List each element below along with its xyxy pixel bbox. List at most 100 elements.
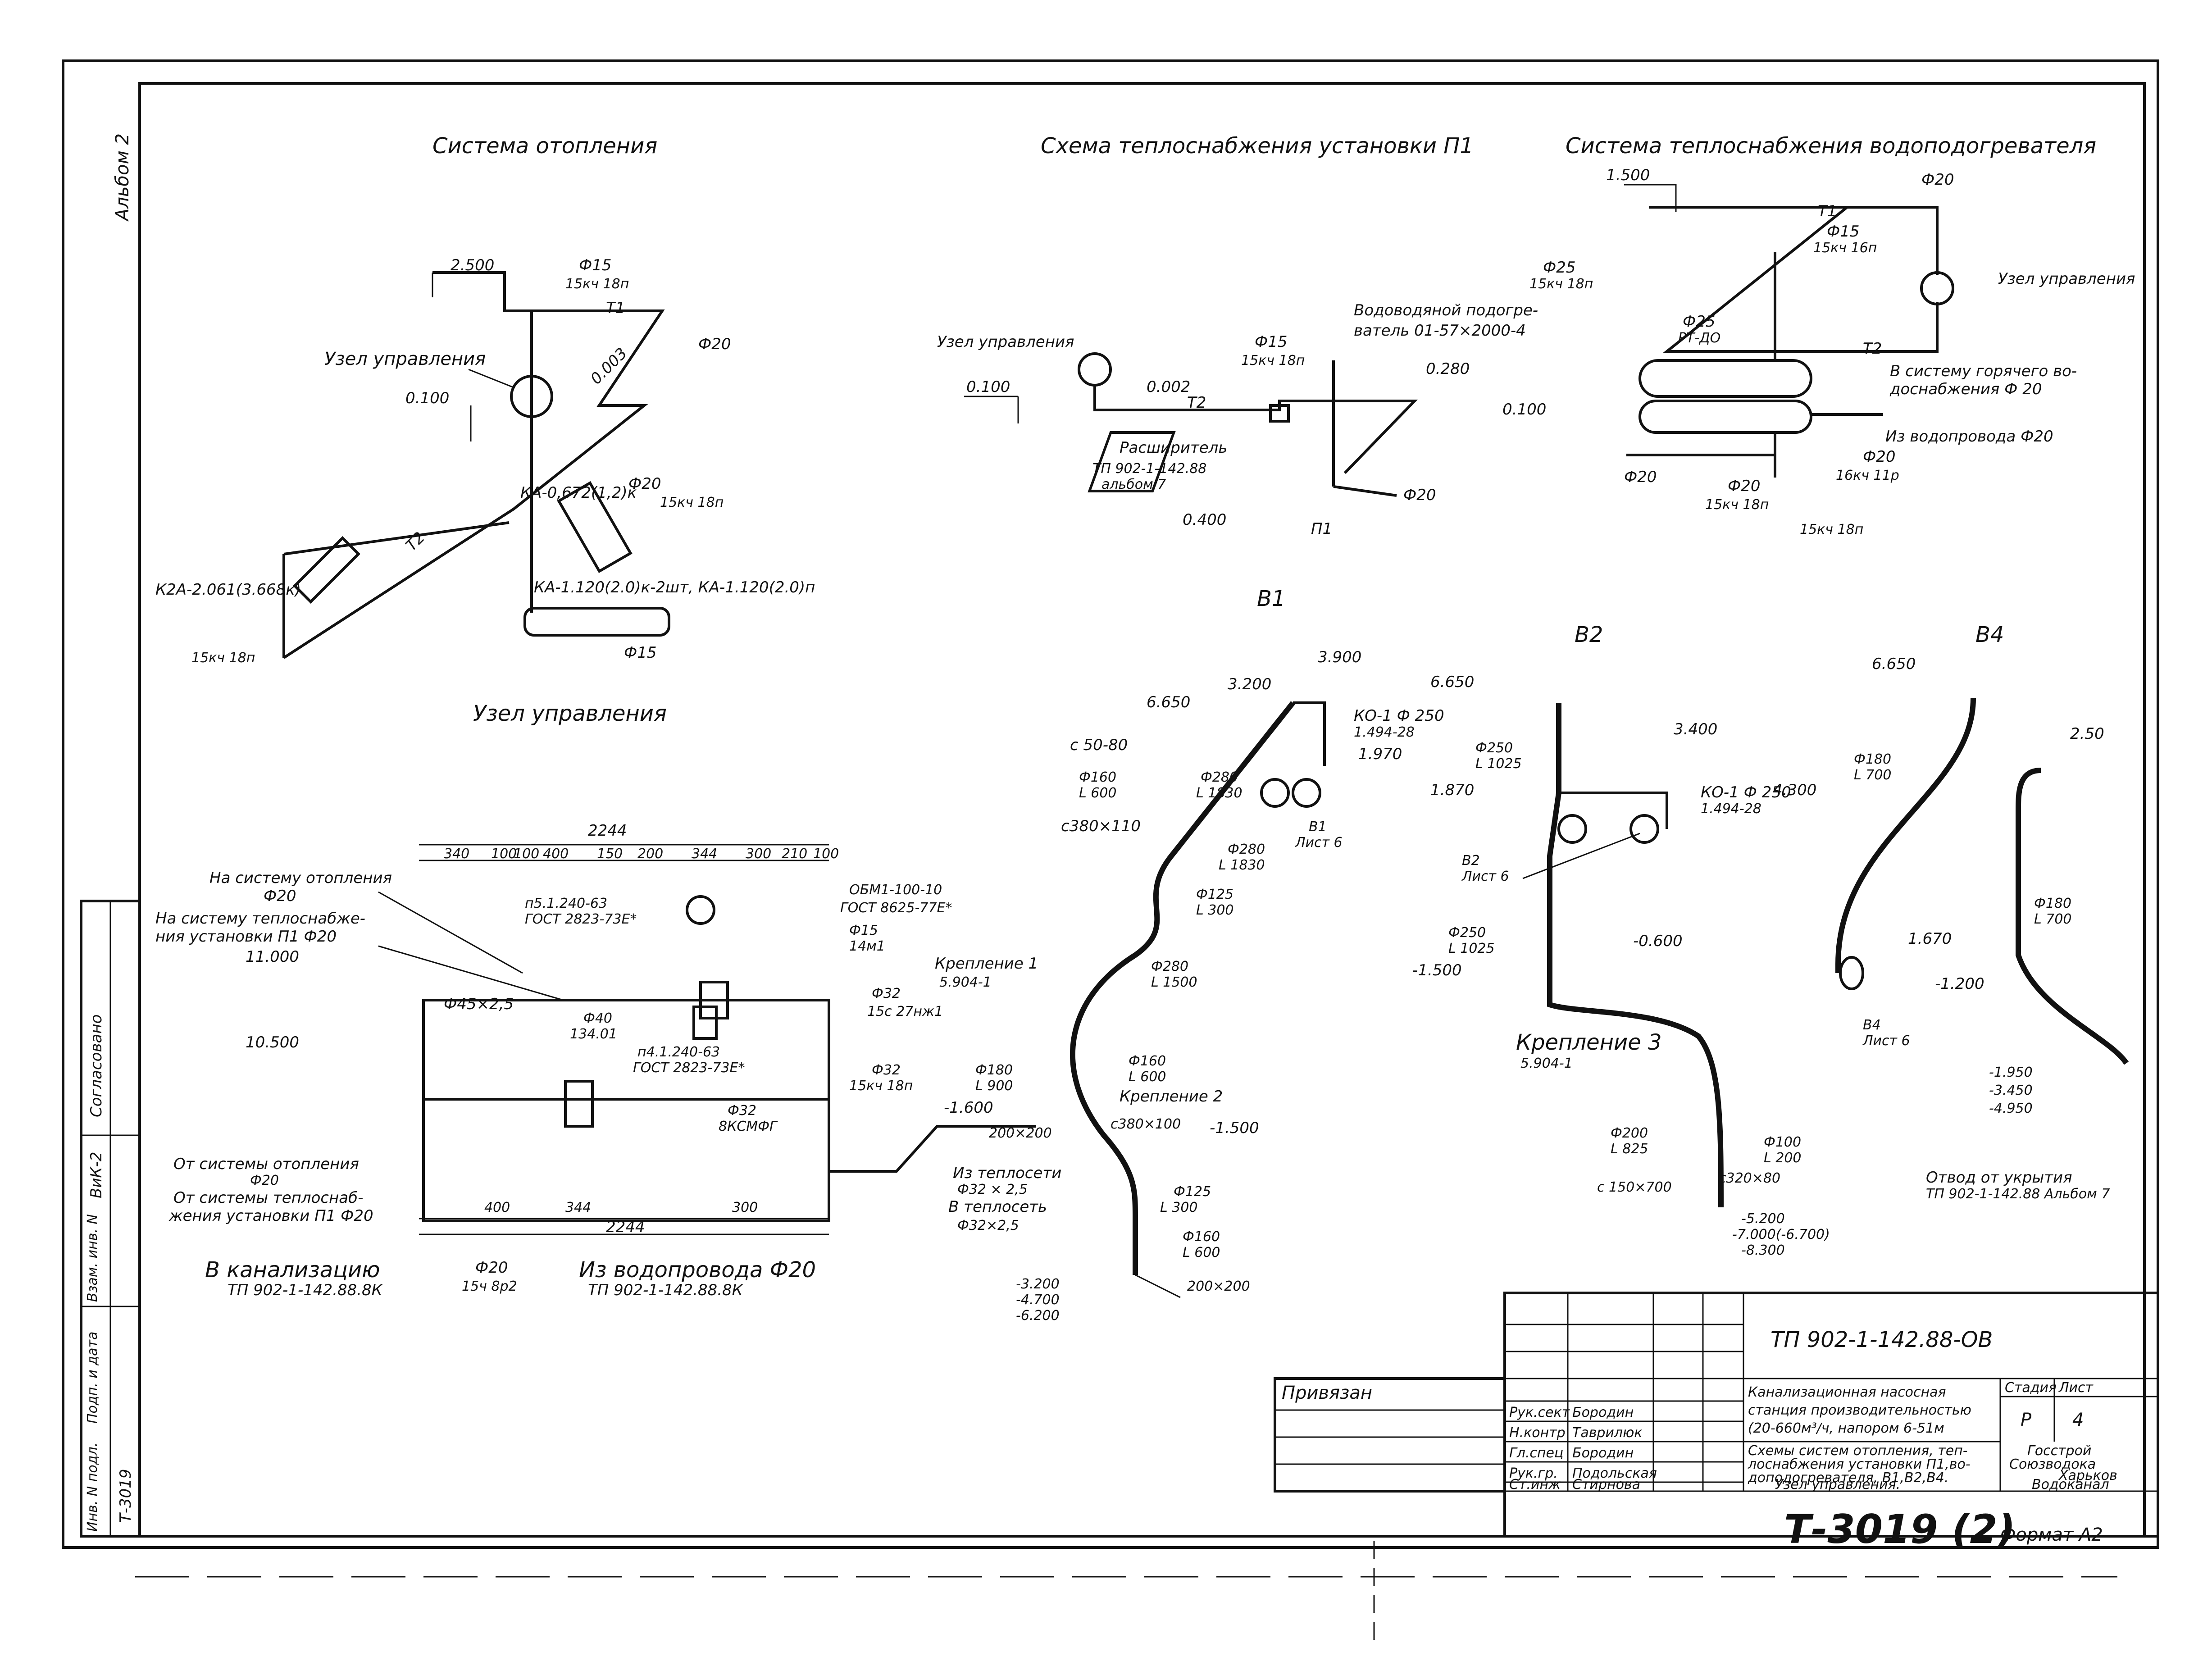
wh-from-pipe: Из водопровода Ф20 bbox=[1885, 428, 2053, 446]
cn-n8b: 15кч 18п bbox=[849, 1078, 913, 1094]
b2-d3: Ф200 bbox=[1611, 1125, 1648, 1141]
tb-org-3: Харьков bbox=[2058, 1468, 2117, 1484]
wh-heater-1: Водоводяной подогре- bbox=[1354, 301, 1538, 319]
b2-d1: Ф250 bbox=[1475, 740, 1513, 756]
wh-sys-2: доснабжения Ф 20 bbox=[1889, 380, 2042, 398]
cn-sewer-ref: ТП 902-1-142.88.8К bbox=[228, 1281, 383, 1299]
wh-level-2: 0.100 bbox=[1502, 400, 1546, 419]
b1-d10: Ф160 bbox=[1079, 769, 1116, 785]
b4-d1l: L 700 bbox=[1854, 767, 1892, 783]
p1-valve-code: 15кч 18п bbox=[1241, 353, 1305, 369]
p1-node: Узел управления bbox=[937, 333, 1074, 351]
agreed-label: Согласовано bbox=[87, 1015, 105, 1117]
cn-w1: Ф20 bbox=[475, 1259, 508, 1277]
vik-label: ВиК-2 bbox=[87, 1152, 105, 1198]
tb-org-4: Водоканал bbox=[2032, 1477, 2109, 1493]
tb-desc-4: Схемы систем отопления, теп- bbox=[1748, 1443, 1968, 1459]
cn-n3: Ф15 bbox=[849, 923, 878, 938]
heating-system: Система отопления 2.500 0.100 Ф15 15кч 1… bbox=[155, 133, 815, 666]
riser-b4: В4 6.650 2.50 Ф180 L 700 4.300 Ф180 L 70… bbox=[1773, 622, 2129, 1202]
cn-dim-top-7: 300 bbox=[746, 846, 771, 862]
b1-s4: 200×200 bbox=[989, 1125, 1052, 1141]
tb-name-1: Таврилюк bbox=[1572, 1425, 1642, 1441]
wh-node: Узел управления bbox=[1998, 270, 2135, 288]
heating-node: Узел управления bbox=[324, 349, 486, 369]
heating-valve-top-code: 15кч 18п bbox=[565, 276, 629, 292]
tb-name-0: Бородин bbox=[1572, 1405, 1634, 1420]
tb-name-2: Бородин bbox=[1572, 1445, 1634, 1461]
wh-v1c: 15кч 16п bbox=[1813, 240, 1877, 256]
b1-l2: 3.200 bbox=[1228, 675, 1271, 693]
cn-n4: Ф40 bbox=[583, 1010, 612, 1026]
cn-from-net-d: Ф32 × 2,5 bbox=[957, 1182, 1028, 1197]
p1-unit: П1 bbox=[1311, 520, 1332, 538]
heating-title: Система отопления bbox=[432, 133, 657, 159]
cn-dim-top-3: 400 bbox=[543, 846, 569, 862]
side-stamp: Согласовано ВиК-2 Т-3019 Инв. N подл. По… bbox=[80, 900, 141, 1538]
b2-k3r: 5.904-1 bbox=[1520, 1056, 1573, 1071]
b1-d8: Ф160 bbox=[1183, 1229, 1220, 1245]
b1-d5: Ф180 bbox=[975, 1062, 1013, 1078]
p1-heat-supply: Схема теплоснабжения установки П1 Узел у… bbox=[937, 133, 1474, 538]
heating-ka2: КА-1.120(2.0)к-2шт, КА-1.120(2.0)п bbox=[534, 578, 815, 596]
p1-level-2: 0.280 bbox=[1426, 360, 1470, 378]
cn-n6b: ГОСТ 2823-73Е* bbox=[633, 1060, 745, 1076]
b2-d2l: L 1025 bbox=[1448, 941, 1495, 956]
cn-dim-top-6: 344 bbox=[692, 846, 717, 862]
tb-name-3: Подольская bbox=[1572, 1465, 1657, 1481]
album-label: Альбом 2 bbox=[112, 133, 133, 222]
tb-role-1: Н.контр bbox=[1509, 1425, 1566, 1441]
b2-k3: Крепление 3 bbox=[1516, 1030, 1662, 1055]
cn-n9b: 8КСМФГ bbox=[719, 1119, 778, 1134]
inner-frame bbox=[138, 82, 2146, 1538]
b4-l5: -1.200 bbox=[1935, 975, 1984, 993]
b2-s2: с320×80 bbox=[1719, 1170, 1780, 1186]
cn-dim-bottom-2: 300 bbox=[732, 1200, 758, 1215]
b1-lvl: -1.500 bbox=[1210, 1119, 1259, 1137]
cn-dim-total: 2244 bbox=[588, 822, 627, 840]
p1-valve: Ф15 bbox=[1255, 333, 1288, 351]
b1-ko: КО-1 Ф 250 bbox=[1354, 707, 1444, 725]
cn-n3b: 14м1 bbox=[849, 938, 885, 954]
p1-pipe: Ф20 bbox=[1403, 486, 1436, 504]
wh-v5c: 15кч 18п bbox=[1705, 497, 1769, 513]
b1-d7: Ф125 bbox=[1174, 1184, 1211, 1200]
cn-dim-top-9: 100 bbox=[813, 846, 839, 862]
wh-pipe-bottom: Ф20 bbox=[1624, 468, 1657, 486]
p1-title: Схема теплоснабжения установки П1 bbox=[1041, 133, 1474, 159]
b2-d1l: L 1025 bbox=[1475, 756, 1522, 772]
b2-l4: -1.500 bbox=[1412, 961, 1462, 979]
cn-title: Узел управления bbox=[473, 701, 667, 726]
b2-s1: с 150×700 bbox=[1597, 1179, 1672, 1195]
cn-n1b: ГОСТ 2823-73Е* bbox=[525, 911, 637, 927]
cn-level-1: 11.000 bbox=[246, 948, 299, 966]
cn-to-heating: На систему отопления bbox=[209, 869, 392, 887]
wh-v4c: 16кч 11р bbox=[1836, 468, 1899, 483]
cn-to-heating-d: Ф20 bbox=[264, 887, 296, 905]
heating-level-2: 0.100 bbox=[405, 389, 449, 407]
b1-s1: с 50-80 bbox=[1070, 736, 1128, 754]
tb-role-2: Гл.спец bbox=[1509, 1445, 1563, 1461]
b2-d4: Ф100 bbox=[1764, 1134, 1801, 1150]
b1-s3: с380×100 bbox=[1111, 1116, 1181, 1132]
b1-d6l: L 600 bbox=[1129, 1069, 1166, 1085]
tb-format: Формат А2 bbox=[2000, 1524, 2103, 1545]
wh-title: Система теплоснабжения водоподогревателя bbox=[1566, 133, 2096, 159]
cn-from-p1-1: От системы теплоснаб- bbox=[173, 1189, 363, 1207]
heating-v1c: 15кч 18п bbox=[660, 495, 724, 510]
cn-from-net: Из теплосети bbox=[953, 1164, 1061, 1182]
cn-n9: Ф32 bbox=[728, 1103, 756, 1119]
heating-v2c: 15кч 18п bbox=[191, 650, 255, 666]
b2-d3l: L 825 bbox=[1611, 1141, 1648, 1157]
heating-k2a: К2А-2.061(3.668к) bbox=[155, 581, 301, 599]
wh-v2c: 15кч 18п bbox=[1529, 276, 1593, 292]
b1-d4l: L 1500 bbox=[1151, 974, 1197, 990]
b2-b2n: В2 bbox=[1462, 853, 1480, 869]
b2-l1: 6.650 bbox=[1430, 673, 1474, 691]
cn-level-2: 10.500 bbox=[246, 1033, 299, 1051]
b1-l4: 1.970 bbox=[1358, 745, 1402, 763]
b4-note-2: ТП 902-1-142.88 Альбом 7 bbox=[1926, 1186, 2110, 1202]
tb-desc-2: станция производительностью bbox=[1748, 1402, 1971, 1418]
cn-n7: Ф32 bbox=[872, 986, 901, 1001]
heating-t1: Т1 bbox=[606, 299, 625, 317]
